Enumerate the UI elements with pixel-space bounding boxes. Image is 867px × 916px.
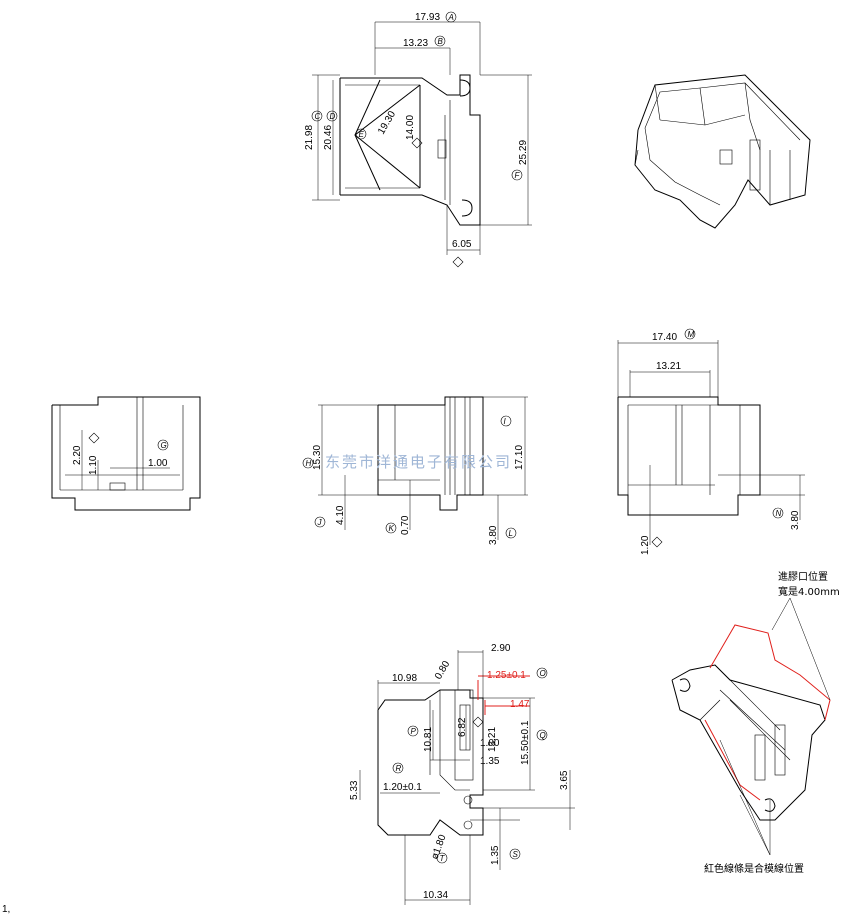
balloon-p: P	[411, 727, 417, 736]
dim-1-35-top: 1.35	[480, 756, 500, 767]
dim-3-80-front: 3.80	[488, 525, 499, 545]
dim-10-98: 10.98	[392, 673, 417, 684]
corner-mark: 1,	[2, 904, 10, 915]
note-gate-width: 寬是4.00mm	[778, 585, 840, 598]
dim-21-98: 21.98	[304, 125, 315, 150]
dim-2-90: 2.90	[491, 643, 511, 654]
dim-13-23: 13.23	[403, 38, 428, 49]
dim-0-80: 0.80	[433, 659, 452, 682]
iso-view-top	[634, 74, 811, 229]
left-side-view: 2.20 1.10 1.00 G	[51, 396, 201, 511]
watermark-text: 东莞市洋通电子有限公司	[325, 453, 512, 471]
dim-2-20: 2.20	[72, 445, 83, 465]
dim-17-40: 17.40	[652, 332, 677, 343]
dim-17-93: 17.93	[415, 12, 440, 23]
balloon-m: M	[688, 330, 695, 339]
dim-10-34: 10.34	[423, 890, 448, 901]
balloon-f: F	[515, 171, 521, 180]
dim-19-30: 19.30	[376, 109, 398, 137]
dim-5-33: 5.33	[349, 780, 360, 800]
dim-6-82: 6.82	[457, 717, 468, 737]
balloon-l: L	[509, 529, 513, 538]
balloon-k: K	[389, 524, 395, 533]
dim-25-29: 25.29	[518, 140, 529, 165]
dim-1-20: 1.20	[640, 535, 651, 555]
balloon-g: G	[161, 441, 167, 450]
dim-1-00-bottom: 1.00	[480, 738, 500, 749]
top-view: 17.93 13.23 21.98 20.46 19.30 14.00 25.2…	[304, 11, 532, 268]
dim-15-30: 15.30	[312, 445, 323, 470]
dim-13-21-bottom: 13.21	[487, 727, 498, 752]
balloon-a: A	[448, 13, 454, 22]
balloon-h: H	[306, 459, 312, 468]
balloon-o: O	[540, 669, 546, 678]
bottom-view: 2.90 1.25±0.1 1.47 10.98 0.80 10.81 6.82…	[349, 643, 575, 905]
balloon-e: E	[359, 130, 365, 139]
dim-3-80-side: 3.80	[790, 510, 801, 530]
dim-6-05: 6.05	[452, 239, 472, 250]
dim-15-50: 15.50±0.1	[520, 720, 531, 765]
dim-14-00: 14.00	[405, 115, 416, 140]
note-gate-location: 進膠口位置	[778, 570, 828, 583]
dim-20-46: 20.46	[323, 125, 334, 150]
dim-0-70: 0.70	[400, 515, 411, 535]
balloon-i: I	[504, 417, 507, 426]
balloon-q: Q	[540, 731, 546, 740]
dim-17-10: 17.10	[514, 445, 525, 470]
dim-1-10: 1.10	[88, 455, 99, 475]
right-side-view: 17.40 13.21 1.20 3.80 M N	[617, 328, 805, 555]
front-view: 15.30 17.10 4.10 0.70 3.80 H I J K L	[302, 396, 528, 545]
balloon-r: R	[396, 764, 402, 773]
iso-view-bottom: 進膠口位置 寬是4.00mm 紅色線條是合模線位置	[671, 570, 840, 875]
dim-1-47: 1.47	[510, 699, 530, 710]
dim-1-00: 1.00	[148, 458, 168, 469]
dim-1-25: 1.25±0.1	[487, 670, 526, 681]
dim-1-20-tol: 1.20±0.1	[383, 782, 422, 793]
note-parting-line: 紅色線條是合模線位置	[704, 862, 804, 875]
balloon-c: C	[315, 112, 321, 121]
balloon-t: T	[440, 854, 446, 863]
balloon-s: S	[513, 850, 519, 859]
balloon-n: N	[776, 509, 782, 518]
balloon-d: D	[330, 112, 336, 121]
dim-3-65: 3.65	[559, 770, 570, 790]
dim-13-21: 13.21	[656, 361, 681, 372]
balloon-b: B	[438, 37, 444, 46]
dim-1-35-bottom: 1.35	[490, 845, 501, 865]
balloon-j: J	[317, 518, 323, 527]
dim-10-81: 10.81	[423, 727, 434, 752]
dim-4-10: 4.10	[335, 505, 346, 525]
